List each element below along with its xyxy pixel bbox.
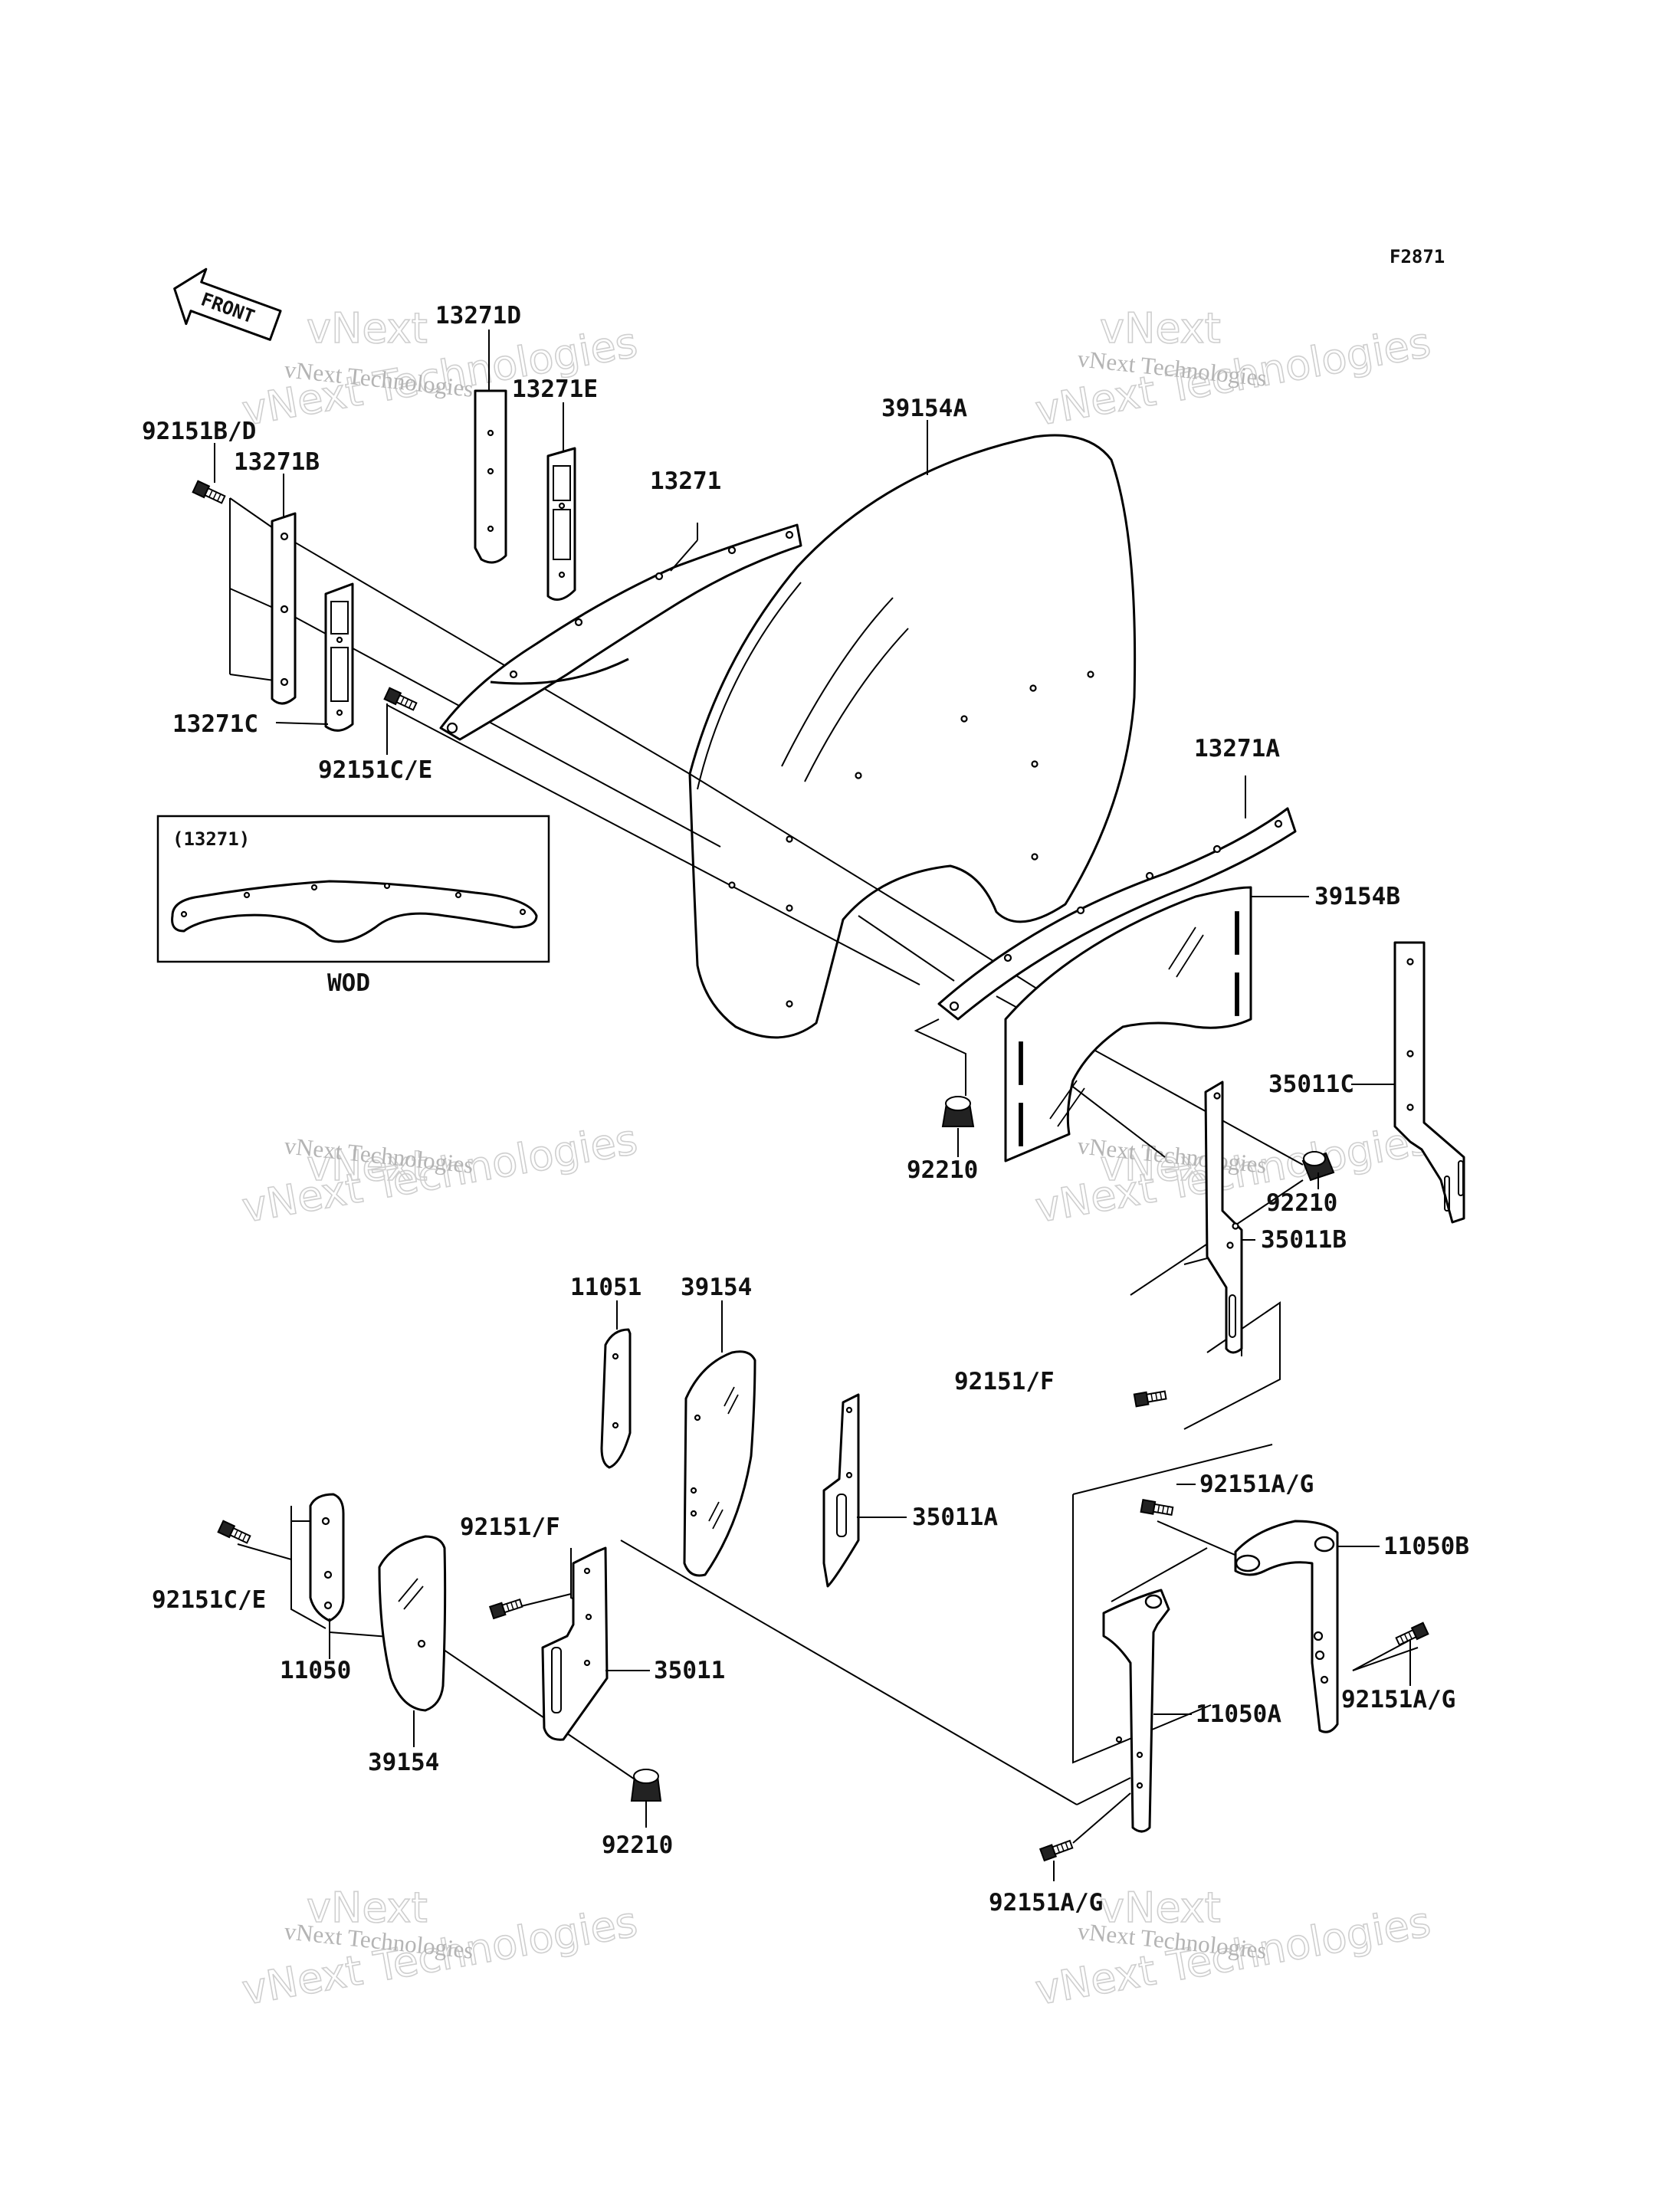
watermark-mid-left: vNext vNext Technologies vNext Technolog… [238,1114,641,1232]
figure-code: F2871 [1390,246,1445,267]
bolt-92151ag-bottom-icon [1039,1839,1074,1862]
label-92151ce-low: 92151C/E [152,1586,266,1614]
label-92151ag-right: 92151A/G [1341,1686,1455,1713]
watermark-v-next: vNext [1100,304,1221,353]
part-35011 [541,1546,609,1741]
callout-leaders [214,330,1411,1881]
part-11050b [1234,1520,1339,1733]
part-11050a [1102,1589,1170,1833]
label-92210-mid: 92210 [907,1156,978,1184]
inset-header: (13271) [172,828,250,850]
label-11050: 11050 [280,1657,351,1684]
part-11051 [600,1328,632,1469]
label-39154a: 39154A [881,395,967,422]
label-13271a: 13271A [1194,735,1280,762]
inset-box: (13271) WOD [156,815,550,997]
watermark-v-next: vNext [1100,1884,1221,1932]
label-35011a: 35011A [912,1503,998,1531]
part-13271 [439,523,802,741]
label-13271: 13271 [650,467,721,495]
part-39154-mid [683,1350,756,1577]
bolt-92151ag-right-icon [1395,1622,1429,1646]
bolt-92151bd-icon [192,480,226,504]
part-39154b [1004,886,1252,1162]
part-labels: 13271D 13271E 92151B/D 13271B 13271 3915… [142,302,1469,1917]
part-13271b [271,512,297,705]
label-92151ce-top: 92151C/E [318,756,432,784]
bolt-92151f-low-icon [488,1598,523,1620]
label-13271d: 13271D [435,302,521,330]
watermark-v-next: vNext [307,304,428,353]
label-92210-low: 92210 [602,1831,673,1859]
label-39154-mid: 39154 [681,1274,752,1301]
label-11051: 11051 [570,1274,641,1301]
label-39154-low: 39154 [368,1749,439,1776]
watermark-bottom-left: vNext vNext Technologies vNext Technolog… [238,1883,641,2015]
inset-caption: WOD [327,969,370,997]
label-92151f-low: 92151/F [460,1513,560,1541]
label-11050b: 11050B [1383,1533,1469,1560]
part-13271a [937,807,1297,1021]
bolt-92151ce-low-icon [217,1520,251,1544]
part-13271c [324,582,354,732]
label-35011: 35011 [654,1657,725,1684]
front-arrow-icon: FRONT [173,267,282,341]
bolt-92151ag-top-icon [1140,1498,1174,1517]
label-92151ag-bottom: 92151A/G [989,1889,1103,1917]
label-35011b: 35011B [1261,1226,1347,1254]
label-13271e: 13271E [512,375,598,403]
label-39154b: 39154B [1314,883,1400,910]
bolt-92151f-mid-icon [1133,1390,1167,1408]
label-92210-right: 92210 [1266,1189,1337,1217]
watermark-top-right: vNext vNext Technologies vNext Technolog… [1032,303,1435,435]
watermark-v-next: vNext [307,1884,428,1932]
nut-92210-right-icon [1301,1151,1335,1182]
part-11050 [309,1493,345,1622]
part-35011c [1393,941,1465,1224]
label-92151ag-top: 92151A/G [1199,1471,1314,1498]
part-13271e [546,447,576,601]
label-13271b: 13271B [234,448,320,476]
part-35011a [822,1393,860,1588]
label-13271c: 13271C [172,710,258,738]
part-39154a [688,434,1137,1039]
watermark-v-next: vNext [307,1142,428,1190]
label-92151bd: 92151B/D [142,418,256,445]
nut-92210-mid-icon [941,1096,975,1127]
watermark-mid-right: vNext vNext Technologies vNext Technolog… [1032,1114,1435,1232]
part-13271d [474,389,507,564]
label-11050a: 11050A [1196,1700,1281,1728]
bolt-92151ce-top-icon [383,687,418,711]
part-35011b [1204,1080,1243,1354]
nut-92210-low-icon [630,1769,662,1802]
watermark-v-next: vNext [1100,1142,1221,1190]
label-92151f-mid: 92151/F [954,1368,1055,1395]
label-35011c: 35011C [1268,1071,1354,1098]
part-39154-low [378,1535,447,1712]
